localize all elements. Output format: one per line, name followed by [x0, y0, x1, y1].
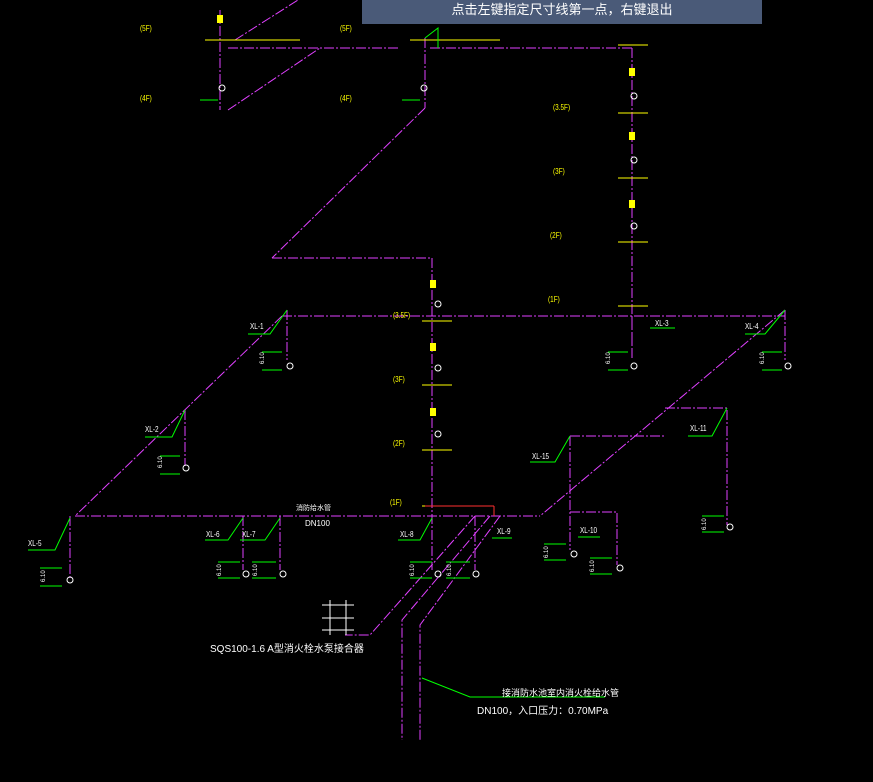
hydrant-icon	[182, 464, 190, 472]
command-prompt: 点击左键指定尺寸线第一点，右键退出	[362, 0, 762, 24]
pipe-xl10-branch	[570, 511, 618, 565]
elevation-label: 6.10	[410, 564, 416, 576]
hydrant-icon	[472, 570, 480, 578]
leader-xl7	[240, 517, 281, 541]
hydrant-icon	[616, 564, 624, 572]
adapter-icon	[322, 600, 338, 635]
elevation-label: 6.10	[447, 564, 453, 576]
elevation-label: 6.10	[217, 564, 223, 576]
hydrant-icon	[434, 570, 442, 578]
floor-label: (1F)	[548, 295, 560, 304]
leader-xl15	[530, 435, 571, 463]
hydrant-icon	[434, 430, 442, 438]
hydrant-icon	[66, 576, 74, 584]
valve-icon	[629, 68, 635, 76]
elevation-label: 6.10	[260, 352, 266, 364]
floor-label: (3F)	[553, 167, 565, 176]
leader-xl1	[248, 309, 288, 335]
leader-xl5	[28, 517, 71, 551]
adapter-label: SQS100-1.6 A型消火栓水泵接合器	[210, 644, 364, 655]
floor-label: (4F)	[340, 94, 352, 103]
adapter-icon	[338, 600, 354, 635]
valve-icon	[430, 343, 436, 351]
leader-xl11	[688, 407, 728, 437]
valve-icon	[430, 280, 436, 288]
hydrant-icon	[286, 362, 294, 370]
riser-label-xl10: XL-10	[580, 526, 598, 535]
floor-label: (4F)	[140, 94, 152, 103]
valve-icon	[217, 15, 223, 23]
floor-label: (2F)	[393, 439, 405, 448]
leader-xl4	[745, 309, 786, 335]
hydrant-icon	[570, 550, 578, 558]
hydrant-icon	[420, 84, 428, 92]
floor-label: (2F)	[550, 231, 562, 240]
riser-label-xl6: XL-6	[206, 530, 220, 539]
floor-label: (1F)	[390, 498, 402, 507]
elevation-label: 6.10	[544, 546, 550, 558]
valve-icon	[430, 408, 436, 416]
riser-label-xl3: XL-3	[655, 319, 669, 328]
pipe-adapter-diag	[345, 515, 476, 636]
riser-label-xl4: XL-4	[745, 322, 759, 331]
inlet-label: 接消防水池室内消火栓给水管	[502, 688, 620, 698]
valve-icon	[629, 132, 635, 140]
pipe-top-diag-left	[227, 47, 321, 111]
elevation-label: 6.10	[702, 518, 708, 530]
floor-label: (3F)	[393, 375, 405, 384]
hydrant-icon	[630, 156, 638, 164]
hydrant-icon	[434, 300, 442, 308]
riser-label-xl7: XL-7	[242, 530, 256, 539]
hydrant-icon	[630, 92, 638, 100]
leader-top	[424, 26, 439, 48]
floor-label: (3.5F)	[393, 311, 411, 320]
hydrant-icon	[279, 570, 287, 578]
elevation-label: 6.10	[41, 570, 47, 582]
valve-icon	[629, 200, 635, 208]
hydrant-icon	[784, 362, 792, 370]
pipe-top-left-diag	[234, 0, 299, 41]
main-pipe-size: DN100	[305, 519, 330, 528]
riser-label-xl9: XL-9	[497, 527, 511, 536]
riser-label-xl1: XL-1	[250, 322, 264, 331]
hydrant-icon	[434, 364, 442, 372]
elevation-label: 6.10	[606, 352, 612, 364]
riser-label-xl2: XL-2	[145, 425, 159, 434]
elevation-label: 6.10	[253, 564, 259, 576]
hydrant-icon	[630, 222, 638, 230]
main-pipe-name: 消防给水管	[296, 505, 331, 512]
elevation-label: 6.10	[760, 352, 766, 364]
riser-label-xl15: XL-15	[532, 452, 550, 461]
pipe-right-main-diag	[539, 309, 786, 517]
elevation-label: 6.10	[590, 560, 596, 572]
pipe-inlet-a	[401, 515, 491, 740]
hydrant-icon	[726, 523, 734, 531]
leader-xl6	[205, 517, 244, 541]
floor-label: (5F)	[340, 24, 352, 33]
riser-label-xl8: XL-8	[400, 530, 414, 539]
riser-label-xl5: XL-5	[28, 539, 42, 548]
floor-label: (3.5F)	[553, 103, 571, 112]
leader-inlet	[421, 677, 605, 698]
hydrant-icon	[630, 362, 638, 370]
pipe-left-main-diag	[74, 315, 283, 517]
pipe-inlet-b	[419, 515, 501, 740]
hydrant-icon	[218, 84, 226, 92]
inlet-pressure-label: DN100，入口压力：0.70MPa	[477, 706, 609, 717]
pipe-mid-diag	[271, 107, 426, 259]
leader-xl8	[398, 517, 433, 541]
leader-xl2	[145, 409, 186, 438]
elevation-label: 6.10	[158, 456, 164, 468]
hydrant-icon	[242, 570, 250, 578]
floor-label: (5F)	[140, 24, 152, 33]
riser-label-xl11: XL-11	[690, 424, 707, 433]
